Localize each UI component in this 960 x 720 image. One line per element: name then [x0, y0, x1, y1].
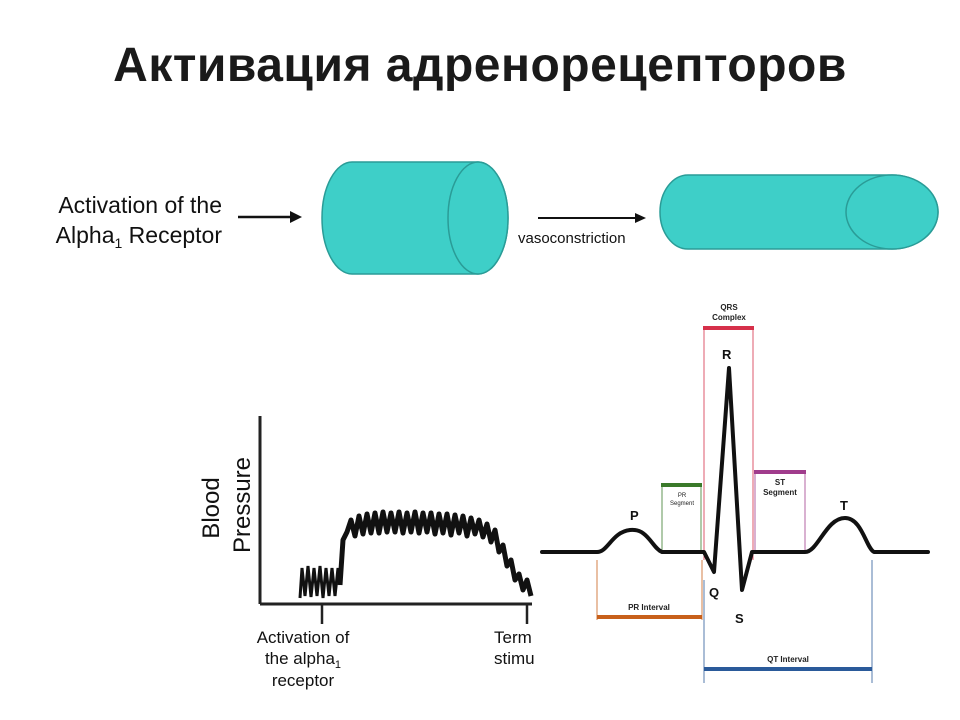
- pr-segment-label-line2: Segment: [670, 501, 694, 507]
- qrs-complex-marker: QRS Complex: [703, 303, 754, 560]
- pr-segment-label-line1: PR: [678, 493, 687, 499]
- wave-label-s: S: [735, 611, 744, 626]
- arrow-vasoconstriction: [538, 213, 646, 223]
- bp-trace: [298, 509, 534, 599]
- st-segment-label-line1: ST: [775, 478, 785, 487]
- vessel-diagram: Activation of the Alpha1 Receptor vasoco…: [56, 161, 939, 275]
- receptor-label-line2: Alpha1 Receptor: [56, 222, 223, 251]
- receptor-label-line1: Activation of the: [58, 192, 222, 218]
- pr-interval-marker: PR Interval: [596, 560, 703, 620]
- pr-segment-marker: PR Segment: [661, 483, 702, 550]
- vessel-narrow: [659, 174, 939, 250]
- wave-label-p: P: [630, 508, 639, 523]
- bp-xlabel-left-line1: Activation of: [257, 628, 350, 647]
- qrs-label-line2: Complex: [712, 313, 746, 322]
- st-segment-label-line2: Segment: [763, 488, 797, 497]
- bp-xlabel-left-line3: receptor: [272, 671, 335, 690]
- bp-xlabel-left-line2: the alpha1: [265, 649, 341, 671]
- bp-xlabel-right-line1: Term: [494, 628, 532, 647]
- slide-title: Активация адренорецепторов: [113, 39, 847, 92]
- qt-interval-marker: QT Interval: [703, 560, 873, 683]
- wave-label-q: Q: [709, 585, 719, 600]
- wave-label-r: R: [722, 347, 732, 362]
- blood-pressure-chart: Blood Pressure Activation of the alpha1 …: [198, 416, 535, 690]
- arrow-to-vessel: [238, 211, 302, 223]
- st-segment-marker: ST Segment: [754, 470, 806, 550]
- bp-ylabel-line1: Blood: [198, 477, 225, 538]
- bp-ylabel-line2: Pressure: [229, 457, 256, 553]
- ecg-trace: [540, 366, 930, 592]
- qt-interval-label: QT Interval: [767, 655, 809, 664]
- wave-label-t: T: [840, 498, 848, 513]
- ecg-diagram: QRS Complex PR Segment ST Segment: [534, 296, 948, 696]
- vessel-wide: [321, 161, 509, 275]
- vasoconstriction-label: vasoconstriction: [518, 230, 626, 247]
- bp-xlabel-right-line2: stimu: [494, 649, 535, 668]
- qrs-label-line1: QRS: [720, 303, 738, 312]
- pr-interval-label: PR Interval: [628, 603, 670, 612]
